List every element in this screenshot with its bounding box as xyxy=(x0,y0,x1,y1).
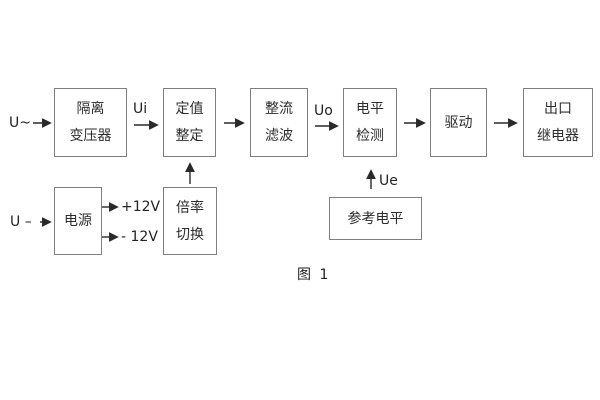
block-isolation-transformer: 隔离 变压器 xyxy=(54,88,127,157)
minus12v-label: - 12V xyxy=(121,229,158,245)
block-ratio-switching: 倍率 切换 xyxy=(163,187,217,255)
block-label: 变压器 xyxy=(69,128,112,144)
block-label: 整流 xyxy=(265,101,293,117)
block-label: 出口 xyxy=(544,101,572,117)
block-value-setting: 定值 整定 xyxy=(163,88,216,157)
block-power-supply: 电源 xyxy=(54,187,102,255)
block-driver: 驱动 xyxy=(430,88,487,157)
signal-uo-label: Uo xyxy=(314,103,333,119)
block-label: 电源 xyxy=(64,213,92,229)
block-label: 继电器 xyxy=(537,128,579,144)
plus12v-label: +12V xyxy=(121,199,161,215)
block-label: 定值 xyxy=(175,101,204,117)
ac-input-label: U~ xyxy=(9,115,31,131)
block-label: 驱动 xyxy=(444,114,473,131)
figure-caption: 图 1 xyxy=(297,267,331,283)
block-reference-level: 参考电平 xyxy=(329,197,422,240)
dc-input-label: U – xyxy=(10,214,32,230)
block-rectifier-filter: 整流 滤波 xyxy=(250,88,308,157)
block-label: 电平 xyxy=(356,101,384,117)
block-label: 整定 xyxy=(175,128,204,144)
signal-ue-label: Ue xyxy=(379,173,398,189)
block-label: 切换 xyxy=(176,226,204,243)
block-level-detection: 电平 检测 xyxy=(343,88,397,157)
signal-ui-label: Ui xyxy=(133,101,148,117)
block-label: 隔离 xyxy=(76,101,105,117)
block-label: 检测 xyxy=(356,128,384,144)
block-label: 倍率 xyxy=(176,199,204,216)
block-label: 参考电平 xyxy=(347,210,404,227)
block-output-relay: 出口 继电器 xyxy=(523,88,593,157)
block-label: 滤波 xyxy=(265,128,293,144)
